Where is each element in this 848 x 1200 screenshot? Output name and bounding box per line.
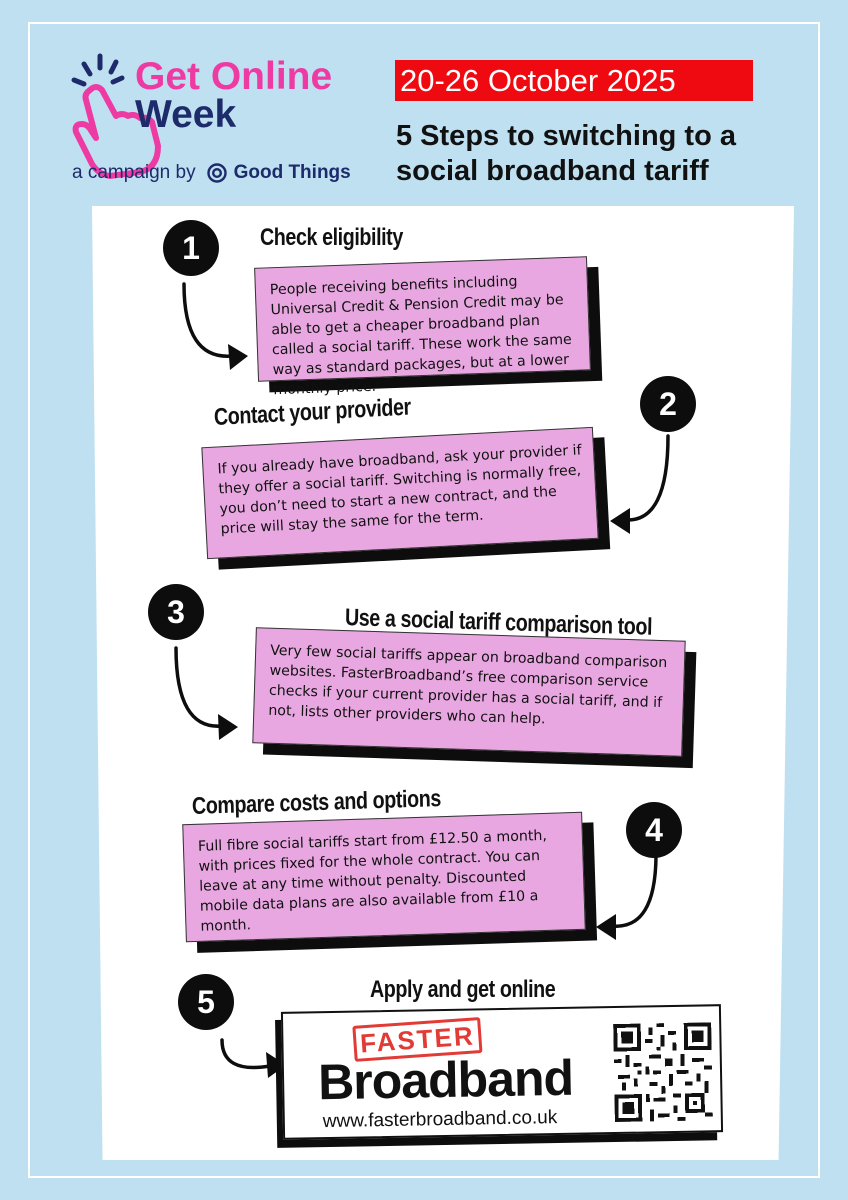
logo-title: Get Online Week — [135, 55, 333, 136]
page-title: 5 Steps to switching to a social broadba… — [396, 120, 736, 187]
logo-line-2: Week — [135, 93, 237, 136]
step-1-number: 1 — [163, 220, 219, 276]
campaign-credit: a campaign by Good Things — [72, 162, 351, 184]
step-1-title: Check eligibility — [260, 224, 403, 251]
campaign-prefix: a campaign by — [72, 162, 196, 183]
page-frame — [28, 22, 820, 1178]
logo-pointing-hand-icon — [71, 53, 161, 179]
brand-name: Broadband — [317, 1049, 574, 1111]
date-banner: 20-26 October 2025 — [395, 60, 753, 101]
logo-line-1: Get Online — [135, 55, 333, 98]
step-3-text: Very few social tariffs appear on broadb… — [252, 627, 686, 757]
step-2-text: If you already have broadband, ask your … — [201, 426, 599, 560]
step-5-number: 5 — [178, 974, 234, 1030]
step-4-text: Full fibre social tariffs start from £12… — [182, 811, 586, 943]
step-2-number: 2 — [640, 376, 696, 432]
good-things-logo-icon — [206, 163, 227, 183]
step-3-number: 3 — [148, 584, 204, 640]
campaign-org: Good Things — [233, 162, 351, 183]
step-1-text: People receiving benefits including Univ… — [254, 256, 591, 398]
step-4-number: 4 — [626, 802, 682, 858]
qr-code-icon — [613, 1022, 713, 1123]
faster-broadband-logo-box: FASTER Broadband www.fasterbroadband.co.… — [280, 1004, 724, 1140]
step-5-title: Apply and get online — [370, 976, 556, 1003]
brand-url: www.fasterbroadband.co.uk — [322, 1107, 558, 1133]
